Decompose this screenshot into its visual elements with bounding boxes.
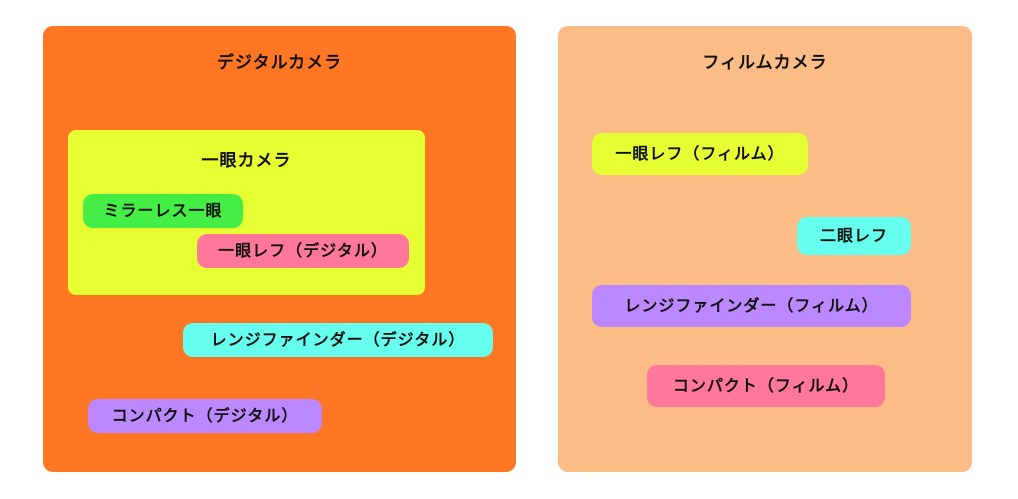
film-rangefinder-node: レンジファインダー（フィルム）: [592, 285, 911, 327]
digital-camera-title: デジタルカメラ: [216, 53, 343, 73]
film-slr-node: 一眼レフ（フィルム）: [592, 133, 808, 175]
mirrorless-node: ミラーレス一眼: [83, 194, 243, 228]
film-camera-title: フィルムカメラ: [702, 53, 828, 73]
digital-compact-node: コンパクト（デジタル）: [88, 399, 322, 433]
film-compact-node: コンパクト（フィルム）: [647, 365, 885, 407]
digital-rangefinder-node: レンジファインダー（デジタル）: [183, 323, 493, 357]
slr-camera-group-title: 一眼カメラ: [201, 151, 292, 171]
tlr-node: 二眼レフ: [797, 217, 911, 255]
digital-slr-node: 一眼レフ（デジタル）: [197, 234, 409, 268]
film-camera-panel: フィルムカメラ 一眼レフ（フィルム） 二眼レフ レンジファインダー（フィルム） …: [558, 26, 972, 472]
digital-camera-panel: デジタルカメラ 一眼カメラ ミラーレス一眼 一眼レフ（デジタル） レンジファイン…: [43, 26, 516, 472]
